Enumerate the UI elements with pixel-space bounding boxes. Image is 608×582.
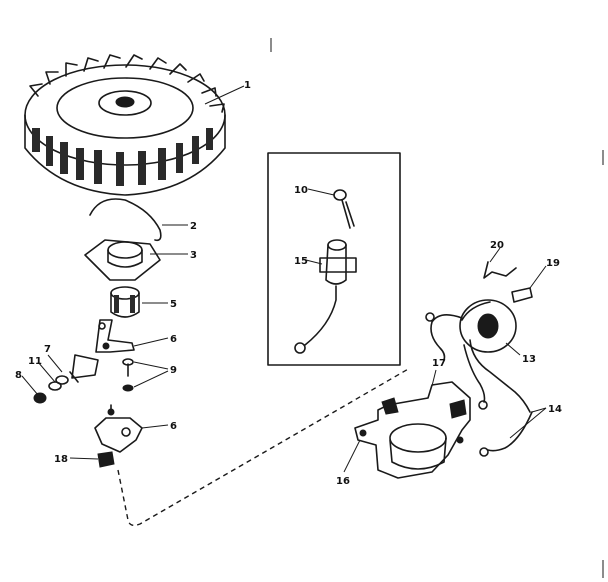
label-part-8: 8 [15,370,22,381]
label-part-2: 2 [190,221,197,232]
coil-bracket [354,381,471,479]
label-part-14: 14 [548,404,562,415]
cam-sleeve [110,286,140,318]
breaker-arm [95,319,135,353]
label-part-1: 1 [244,80,251,91]
label-part-6-plate: 6 [170,421,177,432]
dust-cover [84,239,161,281]
label-part-7: 7 [44,344,51,355]
label-part-16: 16 [336,476,350,487]
label-part-20: 20 [490,240,504,251]
breaker-plate [94,404,143,453]
condenser-15 [294,239,357,354]
wire-block [97,451,115,468]
label-part-9: 9 [170,365,177,376]
screws [122,358,134,392]
label-part-10: 10 [294,185,308,196]
screw-10 [333,189,355,229]
wire-lead [479,411,533,457]
leader-lines [21,85,547,473]
label-part-11: 11 [28,356,42,367]
label-part-6-arm: 6 [170,334,177,345]
label-part-13: 13 [522,354,536,365]
inset-box [267,152,401,366]
label-part-19: 19 [546,258,560,269]
assembly-line [117,367,411,527]
spring-clip [89,198,162,242]
part-labels: 1 2 3 5 6 9 7 11 8 6 18 10 15 20 19 13 1… [15,80,562,487]
label-part-17: 17 [432,358,446,369]
ignition-coil [425,299,531,413]
label-part-5: 5 [170,299,177,310]
label-part-18: 18 [54,454,68,465]
wire-spring [483,261,517,279]
flywheel [24,54,226,196]
nut [33,392,47,404]
label-part-15: 15 [294,256,308,267]
condenser-clip [69,354,99,383]
label-part-3: 3 [190,250,197,261]
clip-19 [511,287,533,303]
